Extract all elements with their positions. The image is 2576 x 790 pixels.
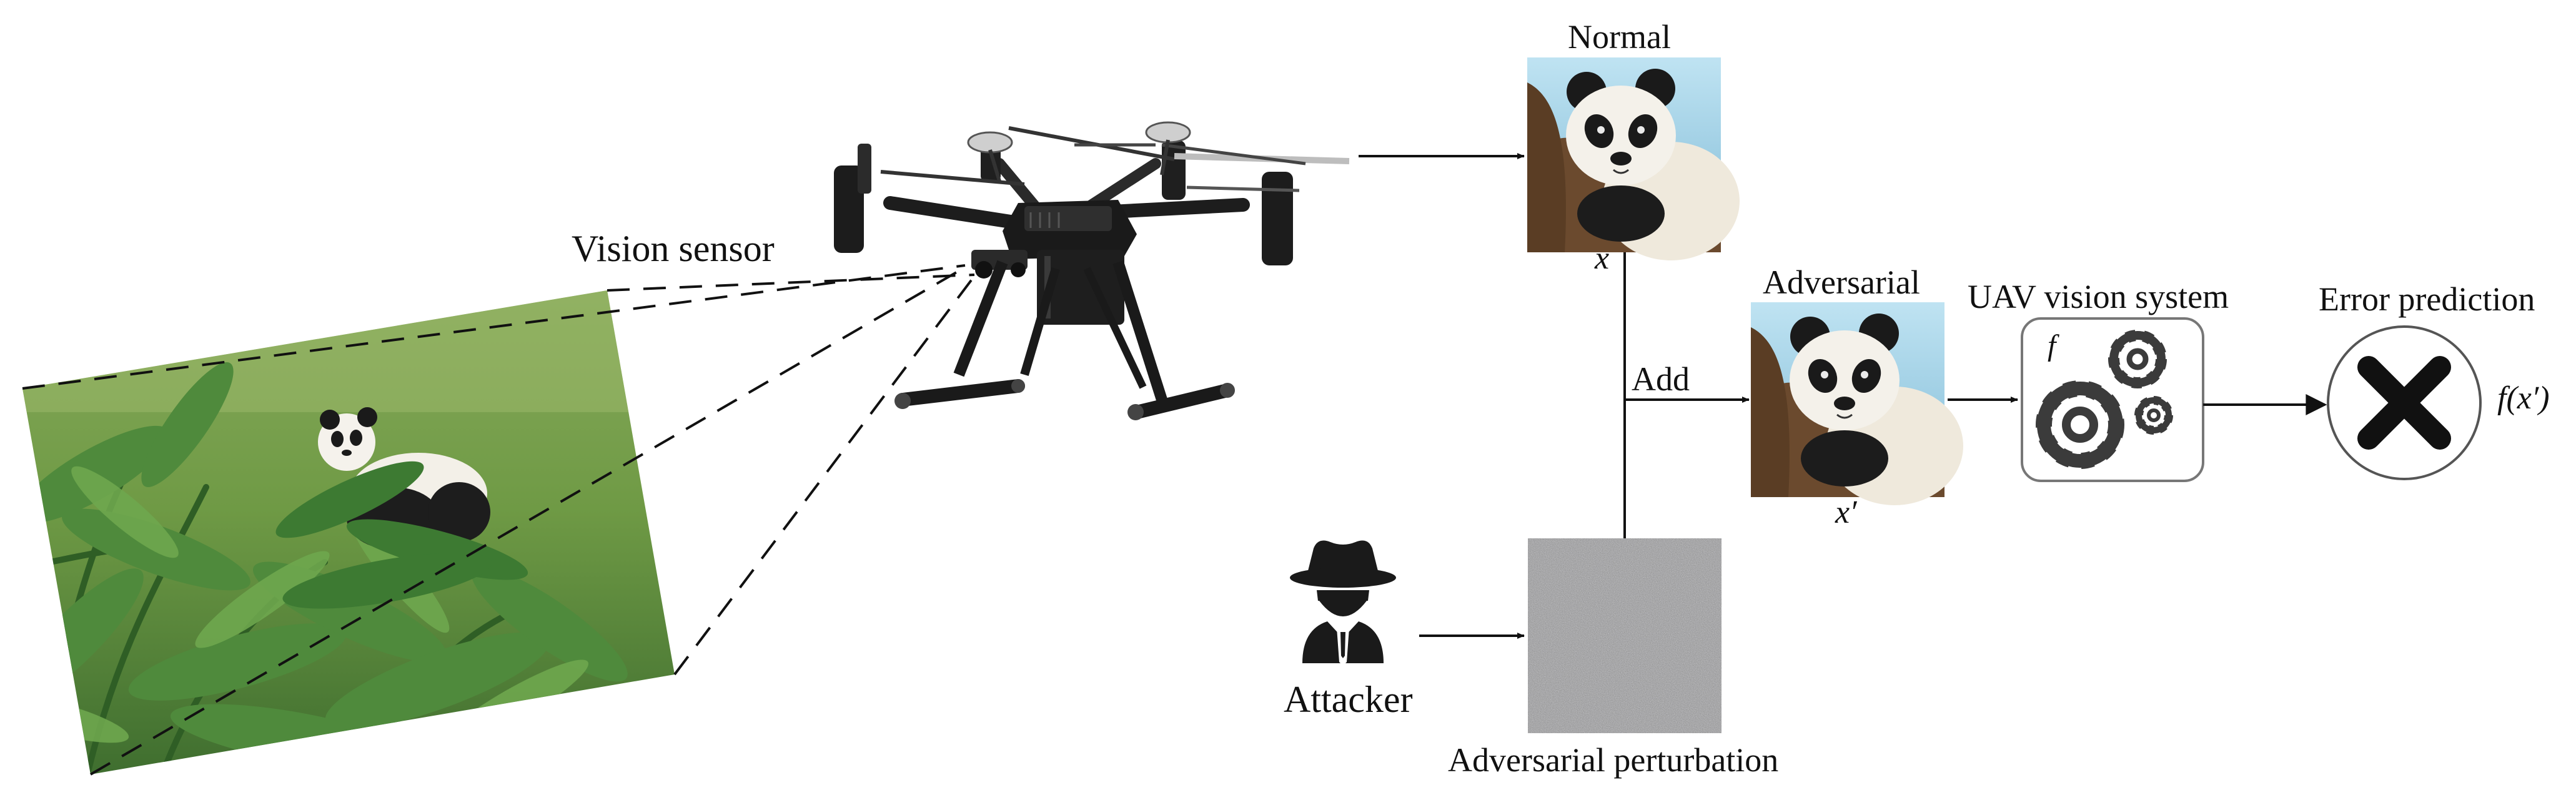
spy-icon: [1290, 540, 1396, 666]
error-prediction-label: Error prediction: [2319, 280, 2535, 318]
drone-icon: [834, 121, 1350, 420]
gears-icon: [2036, 330, 2173, 469]
uav-vision-system-label: UAV vision system: [1968, 278, 2229, 315]
x-mark-icon: [2327, 325, 2482, 480]
normal-image: [1526, 56, 1741, 262]
x-label: x: [1595, 240, 1610, 276]
vision-sensor-label: Vision sensor: [572, 228, 775, 269]
x-prime-label: x′: [1835, 495, 1857, 530]
normal-label: Normal: [1568, 18, 1671, 56]
f-x-prime-label: f(x′): [2497, 380, 2550, 416]
attacker-label: Attacker: [1284, 679, 1413, 720]
field-of-view-lines: [22, 264, 976, 776]
f-label: f: [2048, 329, 2056, 362]
adversarial-image: [1750, 301, 1964, 506]
add-label: Add: [1632, 360, 1690, 398]
perturbation-image: [1528, 538, 1721, 733]
adversarial-label: Adversarial: [1763, 264, 1920, 301]
adversarial-perturbation-label: Adversarial perturbation: [1448, 741, 1779, 779]
panda-scene-image: [22, 290, 675, 774]
